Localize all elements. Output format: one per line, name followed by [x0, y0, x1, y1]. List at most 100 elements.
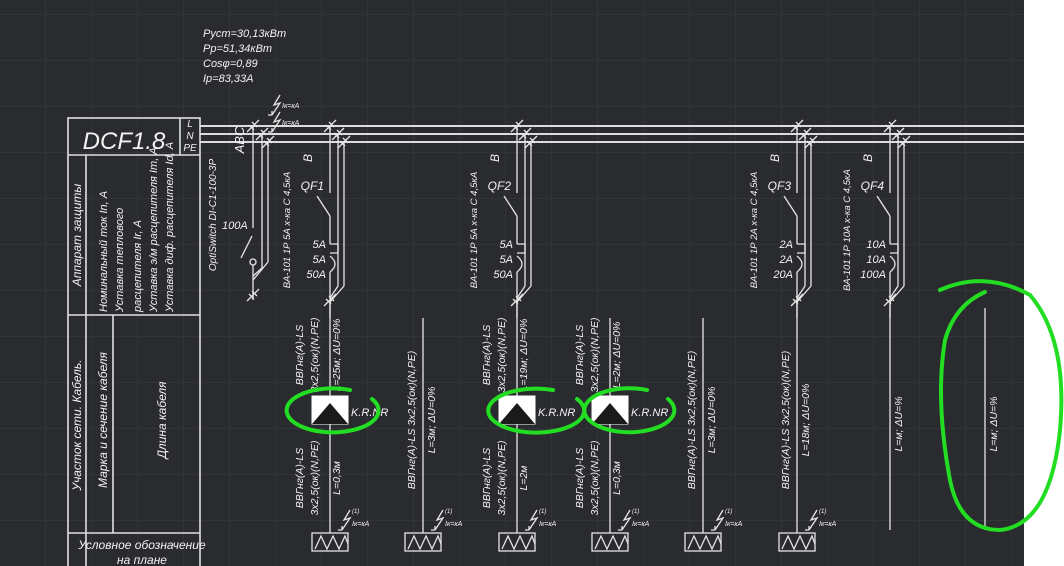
cable-length: L=3м; ΔU=0% [706, 387, 718, 454]
short-circuit-label: Iк=кА [819, 521, 837, 528]
trip-unit-icon [329, 243, 339, 273]
cable-label: ВВГнг(А)-LS 3х2,5(ок)(N,PE) [780, 351, 792, 489]
heater-icon [407, 534, 442, 551]
cable-upper-label: 3х2,5(ок)(N,PE) [496, 318, 508, 393]
plan-symbol-label: Условное обозначение [77, 538, 206, 552]
wire [329, 285, 339, 299]
cross-stroke [523, 129, 530, 136]
breaker-setting: 100А [860, 269, 886, 281]
cable-upper-label: L=25м; ΔU=0% [331, 319, 343, 392]
cable-length: L=м; ΔU=% [988, 396, 1000, 451]
breaker-setting: 20А [772, 269, 793, 281]
cable-length: L=3м; ΔU=0% [426, 387, 438, 454]
breaker-curve: B [768, 154, 782, 162]
input-switch-model: OptiSwitch DI-C1-100-3P [208, 159, 219, 272]
cross-stroke [515, 121, 522, 128]
load-terminal-box [404, 532, 442, 552]
breaker-setting: 2А [779, 254, 793, 266]
short-circuit-index: (1) [632, 509, 639, 515]
protection-row-label: Номинальный ток In, А [98, 191, 110, 312]
cable-lower-label: 3х2,5(ок)(N,PE) [496, 441, 508, 516]
socket-icon [592, 403, 628, 424]
short-circuit-icon [805, 509, 819, 531]
breaker-model: ВА-101 1Р 5А х-ка С 4,5кА [469, 172, 480, 288]
breaker-setting: 5А [313, 239, 326, 251]
cross-stroke [896, 129, 903, 136]
breaker-setting: 10А [866, 239, 886, 251]
cross-stroke [902, 137, 909, 144]
cross-stroke [246, 288, 260, 302]
wire [516, 285, 526, 299]
breaker-setting: 5А [500, 239, 513, 251]
phase-label: N [186, 131, 194, 142]
cable-upper-label: ВВГнг(А)-LS [294, 325, 306, 386]
breaker-id: QF4 [861, 179, 885, 193]
heater-icon [687, 534, 722, 551]
wire [252, 267, 263, 277]
short-circuit-icon [268, 111, 282, 133]
cross-stroke [336, 129, 343, 136]
switch-contact-icon [249, 258, 257, 266]
short-circuit-index: (1) [445, 509, 452, 515]
breaker-contact [876, 195, 891, 217]
breaker-curve: B [301, 154, 315, 162]
protection-row-label: расцепителя Ir, А [132, 220, 144, 313]
cross-stroke [795, 295, 802, 302]
cable-lower-label: L=0,3м [331, 461, 343, 495]
cross-stroke [248, 293, 255, 300]
cable-upper-label: L=2м; ΔU=0% [611, 322, 623, 389]
short-circuit-icon [431, 509, 445, 531]
legend-table [67, 117, 201, 566]
load-summary-line: Iр=83,33А [203, 73, 253, 85]
socket-device-label: K.R.NR [538, 407, 575, 419]
load-terminal-box [311, 532, 349, 552]
cable-length: L=18м; ΔU=0% [800, 384, 812, 457]
short-circuit-icon [268, 94, 282, 116]
cable-label: ВВГнг(А)-LS 3х2,5(ок)(N,PE) [686, 351, 698, 489]
load-terminal-box [498, 532, 536, 552]
cross-stroke [529, 137, 536, 144]
load-terminal-box [684, 532, 722, 552]
breaker-id: QF3 [768, 179, 792, 193]
cable-length-label: Длина кабеля [155, 381, 169, 461]
phase-label: PE [183, 143, 197, 154]
annotation-ellipse [938, 279, 1064, 533]
wire [889, 285, 899, 299]
cable-lower-label: L=2м [518, 465, 530, 490]
wire [252, 261, 269, 281]
phase-label: L [187, 119, 193, 130]
breaker-setting: 2А [779, 239, 793, 251]
heater-icon [501, 534, 536, 551]
cross-stroke [266, 137, 273, 144]
cable-lower-label: L=0,3м [611, 461, 623, 495]
cable-upper-label: L=19м; ΔU=0% [518, 319, 530, 392]
input-switch-rating: 100А [222, 220, 248, 232]
cable-upper-label: 3х2,5(ок)(N,PE) [309, 318, 321, 393]
load-summary-line: Рр=51,34кВт [203, 43, 272, 55]
short-circuit-label: Iк=кА [632, 521, 650, 528]
short-circuit-index: (1) [819, 509, 826, 515]
breaker-contact [503, 195, 518, 217]
short-circuit-index: (1) [352, 509, 359, 515]
load-summary-line: Cosφ=0,89 [203, 58, 258, 70]
short-circuit-icon [618, 509, 632, 531]
trip-unit-icon [889, 243, 899, 273]
socket-device-label: K.R.NR [631, 407, 668, 419]
socket-device-label: K.R.NR [351, 407, 388, 419]
breaker-model: ВА-101 1Р 10А х-ка С 4,5кА [842, 169, 853, 291]
cross-stroke [328, 121, 335, 128]
cross-stroke [888, 121, 895, 128]
cross-stroke [260, 129, 267, 136]
cross-stroke [342, 137, 349, 144]
breaker-id: QF2 [488, 179, 512, 193]
short-circuit-label: Iк=кА [445, 521, 463, 528]
protection-row-label: Уставка э/м расцепителя Im, А [148, 147, 160, 313]
trip-unit-icon [516, 243, 526, 273]
cable-upper-label: ВВГнг(А)-LS [574, 325, 586, 386]
heater-icon [781, 534, 816, 551]
load-summary-line: Руст=30,13кВт [203, 28, 286, 40]
cable-lower-label: ВВГнг(А)-LS [294, 448, 306, 509]
paper-edge [1024, 0, 1064, 566]
breaker-setting: 5А [313, 254, 326, 266]
